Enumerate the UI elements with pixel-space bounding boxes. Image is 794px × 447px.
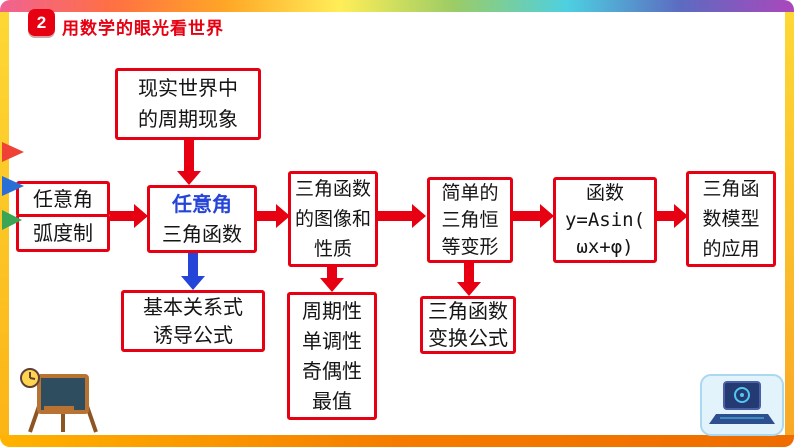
box-graphs-properties: 三角函数 的图像和 性质 (288, 171, 378, 267)
box-asin-function-label: 函数 y=Asin( ωx+φ) (564, 181, 646, 258)
arrow-right-graphs-to-identity-icon (378, 204, 426, 228)
box-trig-functions: 任意角 三角函数 (147, 185, 257, 253)
rainbow-top-border (0, 0, 794, 12)
arrow-down-graphs-to-properties-icon (320, 267, 344, 292)
orange-bottom-border (0, 435, 794, 447)
box-transform-formulas-label: 三角函数 变换公式 (428, 299, 508, 350)
arrow-right-trig-to-graphs-icon (256, 204, 290, 228)
arrow-down-trig-to-basic-icon (181, 253, 205, 290)
box-function-properties: 周期性 单调性 奇偶性 最值 (287, 292, 377, 420)
box-asin-function: 函数 y=Asin( ωx+φ) (553, 177, 657, 263)
laptop-icon (700, 374, 784, 436)
arrow-right-angle-to-trig-icon (110, 204, 148, 228)
box-arbitrary-angle: 任意角 (16, 181, 110, 217)
gold-right-border (785, 12, 794, 436)
box-basic-relations-label: 基本关系式 诱导公式 (143, 295, 243, 347)
arrow-right-identity-to-asin-icon (512, 204, 554, 228)
arrow-right-asin-to-model-icon (656, 204, 688, 228)
box-trig-functions-line1: 任意角 (172, 192, 232, 216)
box-radian-system: 弧度制 (16, 214, 110, 252)
box-basic-relations: 基本关系式 诱导公式 (121, 290, 265, 352)
box-model-application-label: 三角函 数模型 的应用 (702, 178, 760, 260)
colored-pencils-icon (2, 142, 24, 230)
box-periodic-phenomena-label: 现实世界中 的周期现象 (138, 76, 238, 131)
box-model-application: 三角函 数模型 的应用 (686, 171, 776, 267)
box-function-properties-label: 周期性 单调性 奇偶性 最值 (302, 299, 362, 413)
box-transform-formulas: 三角函数 变换公式 (420, 296, 516, 354)
box-identity-transform-label: 简单的 三角恒 等变形 (441, 181, 499, 258)
page-title: 用数学的眼光看世界 (62, 19, 224, 38)
box-graphs-properties-label: 三角函数 的图像和 性质 (294, 178, 371, 260)
section-number-badge: 2 (28, 9, 55, 36)
box-identity-transform: 简单的 三角恒 等变形 (427, 177, 513, 263)
box-arbitrary-angle-label: 任意角 (33, 187, 93, 211)
arrow-down-periodic-to-trig-icon (177, 140, 201, 185)
easel-clock-icon (20, 368, 98, 433)
box-periodic-phenomena: 现实世界中 的周期现象 (115, 68, 261, 140)
arrow-down-identity-to-transform-icon (457, 263, 481, 296)
box-radian-system-label: 弧度制 (33, 221, 93, 245)
box-trig-functions-line2: 三角函数 (162, 222, 242, 246)
